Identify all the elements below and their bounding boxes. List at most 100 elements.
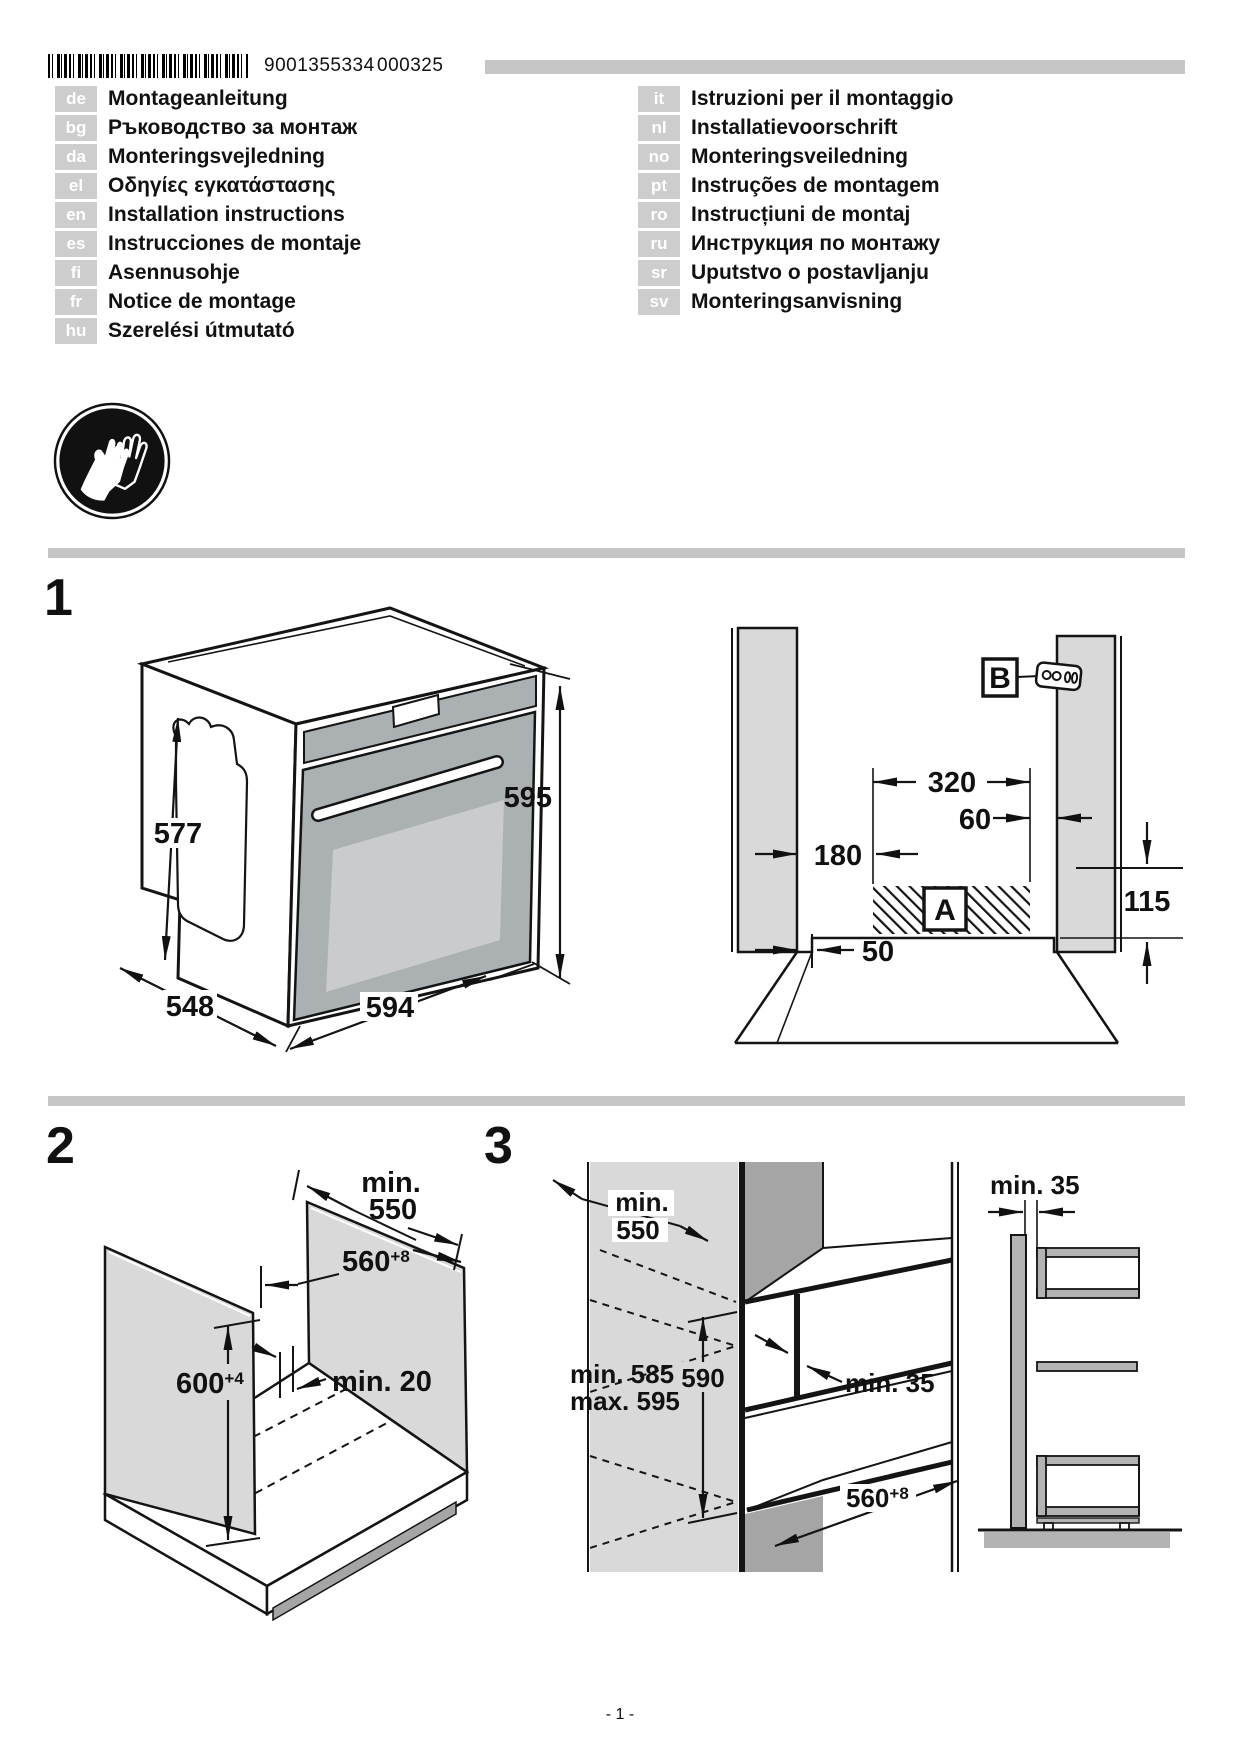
language-row: fr Notice de montage: [55, 287, 361, 316]
mounting-bracket-icon: [1034, 661, 1083, 692]
wear-gloves-icon: [53, 402, 171, 520]
language-title: Instrucciones de montaje: [108, 231, 362, 255]
language-title: Instruções de montagem: [691, 173, 940, 197]
dim-594-label: 594: [366, 992, 414, 1024]
batch-number: 000325: [377, 55, 444, 76]
dim-550-label: 550: [369, 1194, 417, 1226]
language-title: Uputstvo o postavljanju: [691, 260, 930, 284]
language-title: Monteringsvejledning: [108, 144, 326, 168]
language-code-badge: bg: [55, 114, 97, 141]
dim-min550-label: min.: [361, 1167, 421, 1199]
oven-dimensions-diagram: 595 577 548 594: [119, 606, 571, 1053]
language-title: Asennusohje: [108, 260, 240, 284]
dim-min550-label: min.: [615, 1187, 668, 1217]
language-title: Szerelési útmutató: [108, 318, 295, 342]
language-title: Instrucțiuni de montaj: [691, 202, 911, 226]
dim-560-label: 560+8: [846, 1483, 909, 1513]
language-row: it Istruzioni per il montaggio: [638, 84, 954, 113]
dim-side-min35-label: min. 35: [990, 1170, 1080, 1200]
language-row: de Montageanleitung: [55, 84, 361, 113]
language-row: el Οδηγίες εγκατάστασης: [55, 171, 361, 200]
language-code-badge: da: [55, 143, 97, 170]
language-title: Ръководство за монтаж: [108, 115, 358, 139]
plinth: [272, 1500, 457, 1622]
language-row: sv Monteringsanvisning: [638, 287, 954, 316]
language-row: bg Ръководство за монтаж: [55, 113, 361, 142]
door-handle: [313, 757, 502, 820]
tall-cabinet-diagram: min. 550 590 min. 585 max. 595 min. 35 5…: [552, 1162, 959, 1572]
display-window: [391, 693, 441, 729]
language-code-badge: it: [638, 85, 680, 112]
language-row: en Installation instructions: [55, 200, 361, 229]
language-row: hu Szerelési útmutató: [55, 316, 361, 345]
section-divider: [48, 548, 1185, 558]
label-B: B: [989, 662, 1011, 695]
language-code-badge: sr: [638, 259, 680, 286]
header-rule: [485, 60, 1185, 74]
dim-max595-label: max. 595: [570, 1386, 680, 1416]
barcode-image: [48, 54, 248, 78]
wall-panel: [1010, 1234, 1027, 1529]
dim-min585-label: min. 585: [570, 1359, 674, 1389]
language-row: pt Instruções de montagem: [638, 171, 954, 200]
back-panel-upper: [745, 1162, 823, 1302]
language-code-badge: en: [55, 201, 97, 228]
oven-cavity-contour: [172, 716, 249, 942]
language-row: no Monteringsveiledning: [638, 142, 954, 171]
dim-320-label: 320: [928, 767, 976, 799]
label-A: A: [934, 894, 956, 927]
language-code-badge: fi: [55, 259, 97, 286]
dim-60-label: 60: [959, 804, 991, 836]
dim-577-label: 577: [154, 818, 202, 850]
language-list-left: de Montageanleitung bg Ръководство за монт…: [55, 84, 361, 345]
language-title: Montageanleitung: [108, 86, 288, 110]
dim-180-label: 180: [814, 840, 862, 872]
dim-115-label: 115: [1124, 886, 1171, 918]
page-number: - 1 -: [605, 1706, 635, 1723]
language-row: ru Инструкция по монтажу: [638, 229, 954, 258]
language-code-badge: nl: [638, 114, 680, 141]
back-side-panel: [305, 1200, 469, 1475]
dim-548-label: 548: [166, 991, 214, 1023]
language-code-badge: pt: [638, 172, 680, 199]
language-title: Installation instructions: [108, 202, 345, 226]
base-cabinet-diagram: min. 20 min. 550 560+8 600+4: [102, 1167, 470, 1622]
language-code-badge: no: [638, 143, 680, 170]
step-number-1: 1: [44, 569, 73, 627]
language-title: Инструкция по монтажу: [691, 231, 941, 255]
language-title: Οδηγίες εγκατάστασης: [108, 173, 336, 197]
language-title: Monteringsanvisning: [691, 289, 903, 313]
language-row: sr Uputstvo o postavljanju: [638, 258, 954, 287]
dim-50-label: 50: [862, 936, 894, 968]
language-code-badge: de: [55, 85, 97, 112]
barcode-number: 9001355334: [264, 55, 375, 76]
left-cabinet-wall: [736, 626, 799, 954]
language-code-badge: ru: [638, 230, 680, 257]
language-title: Installatievoorschrift: [691, 115, 898, 139]
language-title: Istruzioni per il montaggio: [691, 86, 954, 110]
step-number-3: 3: [484, 1117, 513, 1175]
language-code-badge: fr: [55, 288, 97, 315]
dim-595-label: 595: [504, 782, 552, 814]
language-code-badge: hu: [55, 317, 97, 344]
language-code-badge: sv: [638, 288, 680, 315]
dim-560-label: 560+8: [342, 1246, 410, 1278]
side-view-clearance-diagram: min. 35: [978, 1170, 1182, 1548]
door-glass: [326, 800, 504, 992]
language-title: Notice de montage: [108, 289, 296, 313]
language-title: Monteringsveiledning: [691, 144, 909, 168]
dim-590-label: 590: [681, 1363, 724, 1393]
dim-min35-label: min. 35: [845, 1368, 935, 1398]
floor-slab: [984, 1532, 1170, 1548]
language-code-badge: el: [55, 172, 97, 199]
language-row: da Monteringsvejledning: [55, 142, 361, 171]
niche-cutout-diagram: A B 320 60 180 115: [731, 626, 1183, 1045]
step-number-2: 2: [46, 1117, 75, 1175]
language-list-right: it Istruzioni per il montaggio nl Installa…: [638, 84, 954, 316]
language-row: fi Asennusohje: [55, 258, 361, 287]
dim-min20-label: min. 20: [332, 1366, 432, 1398]
dim-600-label: 600+4: [176, 1368, 244, 1400]
